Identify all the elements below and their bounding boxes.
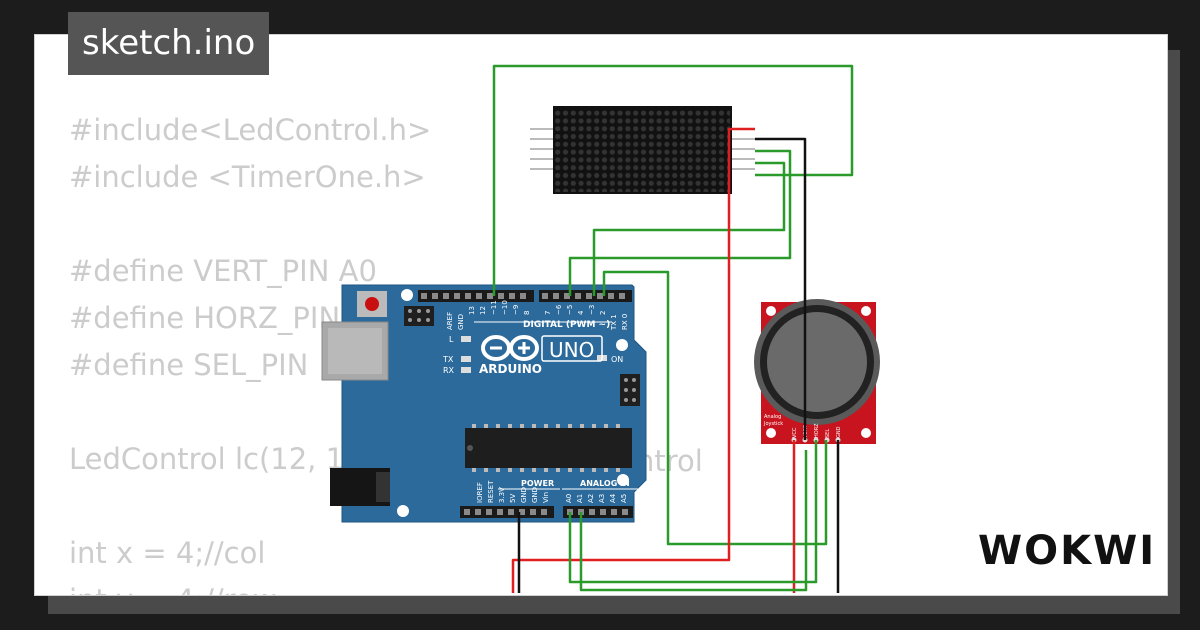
led-matrix-module[interactable]: [530, 106, 755, 194]
pin-label: A1: [576, 494, 584, 503]
pin-label: ~6: [555, 304, 563, 315]
wire-green: [568, 149, 792, 296]
code-line: #define VERT_PIN A0: [69, 254, 377, 288]
pin-label: A5: [620, 494, 628, 503]
mounting-hole: [616, 339, 628, 351]
code-line: #include <TimerOne.h>: [69, 160, 426, 194]
wire-green: [568, 440, 818, 584]
arduino-logo-icon: [481, 335, 539, 361]
power-header: [460, 506, 554, 518]
analog-label: ANALOG IN: [580, 479, 630, 488]
pin-label: A2: [587, 494, 595, 503]
pin-label-gnd: GND: [457, 314, 465, 330]
wire-green: [579, 450, 808, 592]
pin-label: GND: [531, 487, 539, 503]
joystick-label: Joystick: [763, 421, 783, 427]
pin-label: 2: [599, 311, 607, 315]
pin-label: 4: [577, 310, 585, 315]
pin-label: Vin: [542, 492, 550, 503]
icsp-header-2: [620, 374, 640, 406]
wire-green: [592, 161, 786, 296]
code-line: #define HORZ_PIN: [69, 301, 341, 335]
led-tx: [461, 356, 471, 362]
mounting-hole: [617, 474, 629, 486]
analog-joystick-module[interactable]: Analog Joystick VCC VERT HORZ SEL GND: [754, 299, 880, 444]
pin-label: 7: [544, 311, 552, 315]
pin-label: 8: [523, 311, 531, 315]
joystick-pin-label: GND: [836, 426, 842, 438]
wire-green: [602, 270, 828, 546]
pin-label: ~9: [512, 305, 520, 315]
code-preview: #include<LedControl.h> #include <TimerOne…: [69, 107, 432, 595]
joystick-pin-label: SEL: [825, 429, 831, 438]
code-line: LedControl lc(12, 1: [69, 442, 345, 476]
pin-label: A3: [598, 494, 606, 503]
pin-label: 5V: [509, 494, 517, 503]
board-brand: ARDUINO: [479, 362, 542, 376]
pin-label: 12: [479, 306, 487, 315]
microcontroller-chip: [465, 428, 632, 468]
joystick-pin-label: VCC: [792, 427, 798, 438]
pin-label: 3.3V: [498, 487, 506, 503]
pin-label: RESET: [487, 480, 495, 503]
wokwi-logo: WOKWI: [978, 528, 1157, 574]
joystick-label: Analog: [764, 414, 781, 420]
power-label: POWER: [521, 479, 554, 488]
joystick-pin-label: HORZ: [814, 423, 820, 438]
led-rx: [461, 367, 471, 373]
pin-label: GND: [520, 487, 528, 503]
joystick-knob[interactable]: [767, 312, 867, 412]
sketch-title: sketch.ino: [68, 12, 270, 75]
mounting-hole: [401, 289, 413, 301]
pin-label: TX 1: [610, 314, 618, 331]
led-l: [461, 336, 471, 342]
code-line: #include<LedControl.h>: [69, 113, 432, 147]
pin-label: ~10: [501, 300, 509, 315]
reset-button-cap[interactable]: [365, 297, 379, 311]
pin-label: ~11: [490, 300, 498, 315]
pin-label: ~3: [588, 305, 596, 315]
led-rx-label: RX: [443, 366, 455, 375]
pin-label: RX 0: [621, 314, 629, 330]
digital-header-right: [539, 290, 632, 302]
code-fragment: ntrol: [636, 444, 703, 478]
wire-red: [511, 127, 755, 593]
digital-label: DIGITAL (PWM ~): [523, 320, 610, 330]
board-model: UNO: [549, 338, 594, 362]
mounting-hole: [397, 505, 409, 517]
pin-label-aref: AREF: [446, 312, 454, 330]
wire-black: [755, 137, 807, 440]
code-line: int x = 4;//col: [69, 536, 266, 570]
led-on-label: ON: [611, 355, 623, 364]
code-line: #define SEL_PIN: [69, 348, 309, 382]
pin-label: IOREF: [476, 482, 484, 503]
led-l-label: L: [449, 335, 454, 344]
wires: [492, 64, 854, 593]
pin-label: ~5: [566, 305, 574, 315]
pin-label: A4: [609, 493, 617, 503]
led-tx-label: TX: [442, 355, 454, 364]
wire-green: [492, 64, 854, 296]
pin-label: 13: [468, 306, 476, 315]
code-line: int y = 4;//row: [69, 577, 431, 595]
arduino-uno-board[interactable]: AREF GND 13 12 ~11 ~10 ~9 8 7 ~6 ~5 4 ~3…: [321, 284, 647, 523]
pin-label: A0: [565, 494, 573, 503]
led-matrix-display: [555, 108, 730, 192]
